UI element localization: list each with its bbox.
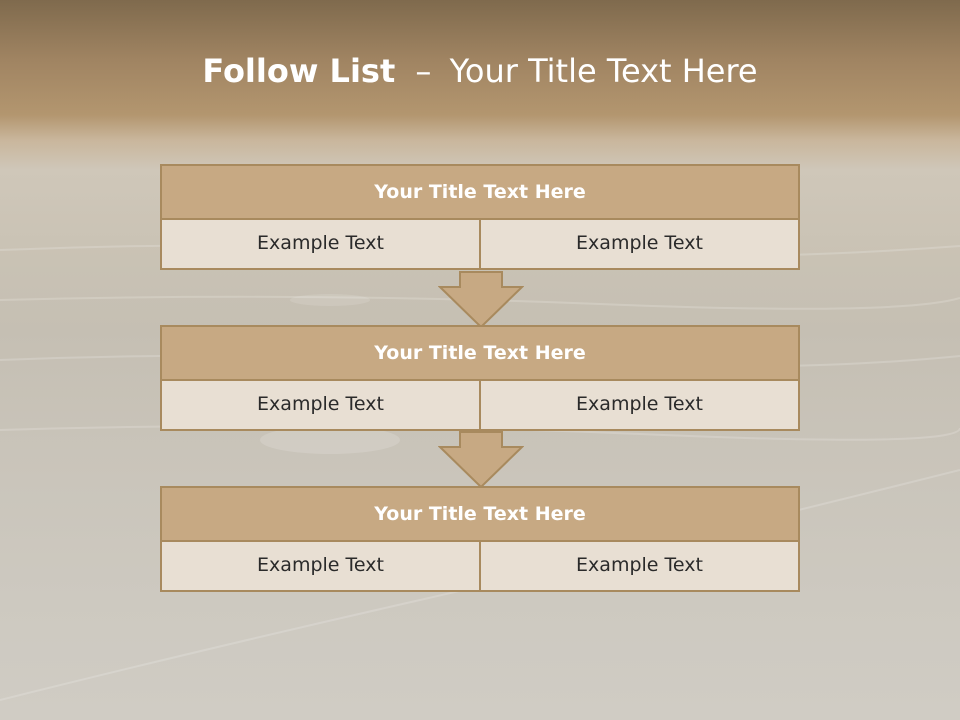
step-right-text: Example Text — [481, 381, 800, 431]
down-arrow-icon — [438, 271, 524, 329]
step-title: Your Title Text Here — [160, 325, 800, 381]
slide-title: Follow List – Your Title Text Here — [0, 52, 960, 90]
step-right-text: Example Text — [481, 220, 800, 270]
step-box-2: Your Title Text Here Example Text Exampl… — [160, 325, 800, 431]
step-left-text: Example Text — [160, 542, 481, 592]
down-arrow-icon — [438, 431, 524, 489]
step-left-text: Example Text — [160, 220, 481, 270]
title-separator: – — [415, 52, 432, 90]
step-title: Your Title Text Here — [160, 486, 800, 542]
step-right-text: Example Text — [481, 542, 800, 592]
step-box-3: Your Title Text Here Example Text Exampl… — [160, 486, 800, 592]
step-left-text: Example Text — [160, 381, 481, 431]
title-rest: Your Title Text Here — [449, 52, 758, 90]
title-bold: Follow List — [202, 52, 396, 90]
step-box-1: Your Title Text Here Example Text Exampl… — [160, 164, 800, 270]
step-title: Your Title Text Here — [160, 164, 800, 220]
